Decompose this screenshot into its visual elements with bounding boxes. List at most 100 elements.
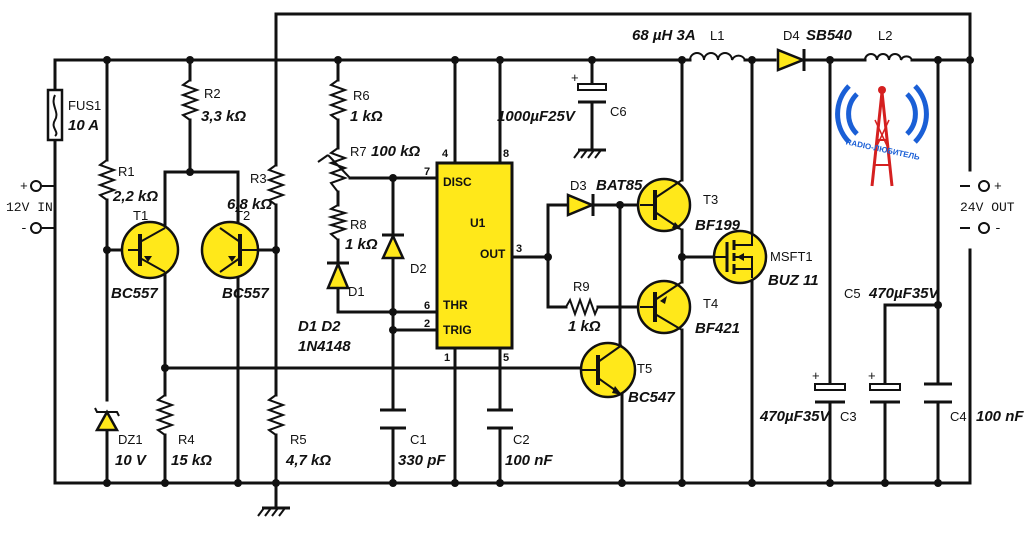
resistor-r3[interactable]: R3 6,8 kΩ: [227, 164, 286, 213]
transistor-t2[interactable]: T2 BC557: [200, 208, 269, 302]
u1-pin4: 4: [442, 148, 449, 160]
c3-plus: +: [812, 368, 820, 383]
l2-ref: L2: [878, 28, 892, 43]
l1-ref: L1: [710, 28, 724, 43]
fuse-value: 10 A: [68, 117, 99, 134]
u1-out-pin: OUT: [480, 247, 506, 261]
r5-ref: R5: [290, 432, 307, 447]
u1-ref: U1: [470, 216, 486, 230]
resistor-r9[interactable]: R9 1 kΩ: [565, 279, 601, 335]
l1-value: 68 µH 3A: [632, 27, 696, 44]
d3-ref: D3: [570, 178, 587, 193]
r7-ref: R7: [350, 144, 367, 159]
u1-pin3: 3: [516, 243, 522, 255]
d2-ref: D2: [410, 261, 427, 276]
r9-value: 1 kΩ: [568, 318, 601, 335]
u1-pin5: 5: [503, 352, 509, 364]
r8-ref: R8: [350, 217, 367, 232]
output-plus-label: +: [994, 179, 1002, 194]
radio-tower-icon: RADIO-ЛЮБИТЕЛЬ: [835, 84, 929, 187]
t2-value: BC557: [222, 285, 269, 302]
diode-d3[interactable]: D3 BAT85: [566, 177, 643, 217]
c6-value: 1000µF25V: [497, 108, 577, 125]
r2-value: 3,3 kΩ: [201, 108, 246, 125]
d1-ref: D1: [348, 284, 365, 299]
d4-ref: D4: [783, 28, 800, 43]
u1-thr-pin: THR: [443, 298, 468, 312]
t5-ref: T5: [637, 361, 652, 376]
wires: [42, 12, 972, 510]
c5-value: 470µF35V: [868, 285, 941, 302]
r1-value: 2,2 kΩ: [112, 188, 158, 205]
ic-u1[interactable]: DISC U1 OUT THR TRIG 7 4 8 3 6 2 1 5: [424, 148, 522, 364]
r3-value: 6,8 kΩ: [227, 196, 272, 213]
fuse-fus1[interactable]: FUS1 10 A: [46, 88, 101, 142]
c6-plus: +: [571, 70, 579, 85]
c5-ref: C5: [844, 286, 861, 301]
capacitor-c3[interactable]: + C3 470µF35V: [759, 368, 857, 425]
mosfet-ref: MSFT1: [770, 249, 813, 264]
transistor-t3[interactable]: T3 BF199: [636, 177, 741, 234]
diode-d1[interactable]: D1: [326, 260, 365, 299]
r1-ref: R1: [118, 164, 135, 179]
capacitor-c4[interactable]: C4 100 nF: [924, 382, 1024, 425]
diode-d1-d2-label: D1 D2 1N4148: [298, 318, 351, 355]
r2-ref: R2: [204, 86, 221, 101]
transistor-t4[interactable]: T4 BF421: [636, 279, 740, 337]
potentiometer-r7[interactable]: R7 100 kΩ: [317, 143, 421, 193]
transistor-t5[interactable]: T5 BC547: [579, 341, 675, 406]
diode-d2[interactable]: D2: [381, 232, 427, 276]
input-label: 12V IN: [6, 200, 53, 215]
r4-value: 15 kΩ: [171, 452, 212, 469]
dz1-value: 10 V: [115, 452, 148, 469]
u1-trig-pin: TRIG: [443, 323, 472, 337]
c3-ref: C3: [840, 409, 857, 424]
capacitor-c2[interactable]: C2 100 nF: [487, 408, 553, 469]
d3-value: BAT85: [596, 177, 643, 194]
c2-value: 100 nF: [505, 452, 553, 469]
u1-pin7: 7: [424, 166, 430, 178]
resistor-r4[interactable]: R4 15 kΩ: [155, 394, 212, 469]
output-label: 24V OUT: [960, 200, 1015, 215]
capacitor-c5[interactable]: + C5 470µF35V: [844, 285, 941, 404]
diode-d4[interactable]: D4 SB540: [776, 27, 853, 72]
c4-ref: C4: [950, 409, 967, 424]
r4-ref: R4: [178, 432, 195, 447]
output-terminals[interactable]: + - 24V OUT: [960, 179, 1015, 236]
resistor-r6[interactable]: R6 1 kΩ: [328, 79, 383, 125]
u1-pin6: 6: [424, 300, 430, 312]
r9-ref: R9: [573, 279, 590, 294]
t4-ref: T4: [703, 296, 718, 311]
input-plus-label: +: [20, 179, 28, 194]
resistor-r1[interactable]: R1 2,2 kΩ: [97, 159, 158, 205]
transistor-t1[interactable]: T1 BC557: [111, 208, 180, 302]
ground-symbol-c6: [573, 148, 606, 159]
resistor-r8[interactable]: R8 1 kΩ: [327, 204, 378, 253]
dz1-ref: DZ1: [118, 432, 143, 447]
t1-ref: T1: [133, 208, 148, 223]
t1-value: BC557: [111, 285, 158, 302]
mosfet-msft1[interactable]: MSFT1 BUZ 11: [712, 229, 819, 289]
capacitor-c6[interactable]: + C6 1000µF25V: [497, 70, 627, 125]
t2-ref: T2: [235, 208, 250, 223]
u1-pin1: 1: [444, 352, 450, 364]
r6-ref: R6: [353, 88, 370, 103]
inductor-l1[interactable]: 68 µH 3A L1: [632, 27, 746, 61]
zener-dz1[interactable]: DZ1 10 V: [94, 407, 148, 469]
capacitor-c1[interactable]: C1 330 pF: [380, 408, 446, 469]
t5-value: BC547: [628, 389, 675, 406]
inductor-l2[interactable]: L2: [864, 28, 913, 61]
d1d2-value: 1N4148: [298, 338, 351, 355]
resistor-r5[interactable]: R5 4,7 kΩ: [266, 394, 331, 469]
c6-ref: C6: [610, 104, 627, 119]
resistor-r2[interactable]: R2 3,3 kΩ: [180, 79, 246, 125]
input-terminals[interactable]: + - 12V IN: [6, 179, 53, 236]
r8-value: 1 kΩ: [345, 236, 378, 253]
c3-value: 470µF35V: [759, 408, 832, 425]
c2-ref: C2: [513, 432, 530, 447]
d1d2-label: D1 D2: [298, 318, 341, 335]
input-minus-label: -: [20, 221, 28, 236]
t4-value: BF421: [695, 320, 740, 337]
r6-value: 1 kΩ: [350, 108, 383, 125]
